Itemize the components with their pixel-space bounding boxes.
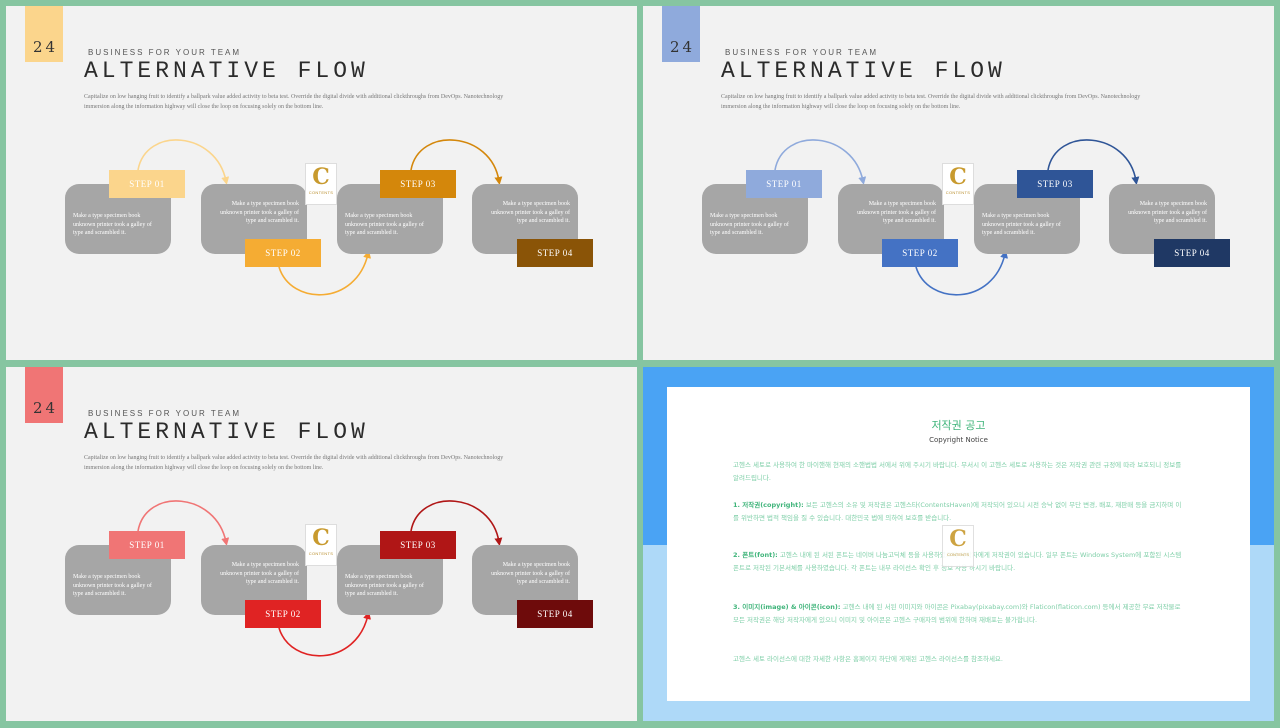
step-label-3: STEP 03: [380, 170, 456, 198]
notice-text-copyright: 보든 고헨스의 소유 및 저작권은 고헨스타(ContentsHaven)에 저…: [733, 501, 1182, 522]
slide-description: Capitalize on low hanging fruit to ident…: [721, 94, 1141, 110]
notice-text-image: 고헨스 내에 된 서된 이미지와 아이콘은 Pixabay(pixabay.co…: [733, 603, 1181, 624]
step-label-1: STEP 01: [746, 170, 822, 198]
contents-logo: C CONTENTS: [305, 163, 337, 205]
step-card-1: Make a type specimen book unknown printe…: [702, 184, 808, 254]
logo-caption: CONTENTS: [947, 552, 969, 557]
logo-letter: C: [312, 525, 330, 551]
arrow-step-2-to-3: [278, 250, 371, 296]
step-label-1: STEP 01: [109, 170, 185, 198]
step-label-4: STEP 04: [517, 600, 593, 628]
arrow-step-3-to-4: [1047, 139, 1140, 185]
step-label-2: STEP 02: [245, 600, 321, 628]
notice-label-font: 2. 폰트(font):: [733, 551, 778, 559]
notice-paragraph-font: 2. 폰트(font): 고헨스 내에 된 서된 폰트는 네이버 나눔고딕체 등…: [733, 549, 1187, 575]
step-label-2: STEP 02: [245, 239, 321, 267]
flow-arrows: [774, 139, 1140, 296]
logo-caption: CONTENTS: [308, 190, 334, 195]
flow-arrows: [137, 139, 503, 296]
slide-description: Capitalize on low hanging fruit to ident…: [84, 94, 504, 110]
step-label-2: STEP 02: [882, 239, 958, 267]
step-label-4: STEP 04: [1154, 239, 1230, 267]
arrow-step-1-to-2: [137, 500, 230, 546]
contents-logo: C CONTENTS: [942, 525, 974, 567]
logo-caption: CONTENTS: [945, 190, 971, 195]
slide-title: ALTERNATIVE FLOW: [721, 58, 1006, 84]
logo-letter: C: [949, 526, 967, 552]
arrow-step-2-to-3: [278, 611, 371, 657]
slide-number-tab: 24: [25, 6, 63, 62]
slide-kicker: BUSINESS FOR YOUR TEAM: [88, 48, 242, 57]
notice-outro: 고헨스 세토 라이선스에 대한 자세한 사항은 홈페이지 하단에 게재된 고헨스…: [733, 655, 1003, 663]
contents-logo: C CONTENTS: [305, 524, 337, 566]
slide-kicker: BUSINESS FOR YOUR TEAM: [725, 48, 879, 57]
slide-title: ALTERNATIVE FLOW: [84, 419, 369, 445]
arrow-step-3-to-4: [410, 139, 503, 185]
slide-number-tab: 24: [25, 367, 63, 423]
contents-logo: C CONTENTS: [942, 163, 974, 205]
notice-title: 저작권 공고: [931, 419, 986, 432]
notice-text-font: 고헨스 내에 된 서된 폰트는 네이버 나눔고딕체 등을 사용하였으며 저작자에…: [733, 551, 1182, 572]
notice-label-image: 3. 이미지(image) & 아이콘(icon):: [733, 603, 841, 611]
notice-panel: 저작권 공고 Copyright Notice 고헨스 세토로 사용하여 한 마…: [667, 387, 1250, 701]
copyright-notice-slide: 저작권 공고 Copyright Notice 고헨스 세토로 사용하여 한 마…: [643, 367, 1274, 721]
flow-arrows: [137, 500, 503, 657]
notice-subtitle: Copyright Notice: [929, 436, 988, 444]
slide-kicker: BUSINESS FOR YOUR TEAM: [88, 409, 242, 418]
logo-letter: C: [312, 164, 330, 190]
arrow-step-1-to-2: [137, 139, 230, 185]
arrow-step-2-to-3: [915, 250, 1008, 296]
notice-intro: 고헨스 세토로 사용하여 한 마이핸해 현재의 소핸법법 서에서 위에 주시기 …: [733, 461, 1182, 482]
notice-paragraph-copyright: 1. 저작권(copyright): 보든 고헨스의 소유 및 저작권은 고헨스…: [733, 499, 1187, 525]
step-label-3: STEP 03: [1017, 170, 1093, 198]
slide-title: ALTERNATIVE FLOW: [84, 58, 369, 84]
slide-description: Capitalize on low hanging fruit to ident…: [84, 455, 504, 471]
logo-letter: C: [949, 164, 967, 190]
slide-number-tab: 24: [662, 6, 700, 62]
arrow-step-3-to-4: [410, 500, 503, 546]
notice-label-copyright: 1. 저작권(copyright):: [733, 501, 804, 509]
arrow-step-1-to-2: [774, 139, 867, 185]
step-label-3: STEP 03: [380, 531, 456, 559]
step-label-1: STEP 01: [109, 531, 185, 559]
logo-caption: CONTENTS: [308, 551, 334, 556]
step-label-4: STEP 04: [517, 239, 593, 267]
notice-paragraph-image: 3. 이미지(image) & 아이콘(icon): 고헨스 내에 된 서된 이…: [733, 601, 1187, 627]
